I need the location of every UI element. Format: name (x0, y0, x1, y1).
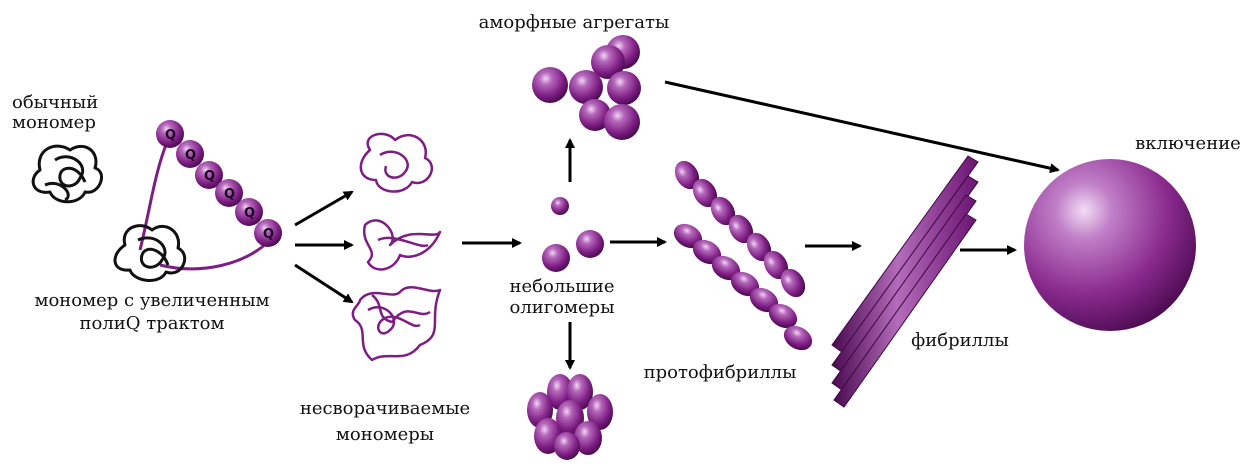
label-protofibrils: протофибриллы (644, 362, 797, 384)
label-normal-monomer-2: мономер (12, 112, 96, 134)
label-normal-monomer-1: обычный (12, 92, 98, 114)
label-misfolded-monomers-2: мономеры (336, 424, 434, 446)
label-misfolded-monomers-1: несворачиваемые (300, 398, 470, 420)
misfolded-monomers-icon (353, 134, 440, 360)
fibrils-icon (832, 156, 978, 407)
arrows-to-misfolded (295, 192, 352, 302)
label-inclusion: включение (1135, 133, 1241, 155)
label-small-oligomers-2: олигомеры (509, 297, 614, 319)
amorphous-aggregates-icon (532, 35, 641, 140)
q-label: Q (204, 169, 215, 184)
label-fibrils: фибриллы (911, 330, 1009, 352)
label-small-oligomers-1: небольшие (510, 276, 615, 298)
small-oligomers-icon (542, 197, 604, 272)
arrow-amorphous-to-inclusion (665, 82, 1058, 170)
q-label: Q (185, 148, 196, 163)
q-label: Q (224, 187, 235, 202)
label-expanded-monomer-1: мономер с увеличенным (34, 290, 269, 312)
label-expanded-monomer-2: полиQ трактом (79, 313, 224, 335)
q-label: Q (165, 128, 176, 143)
expanded-monomer-icon: Q Q Q Q Q Q (115, 120, 282, 280)
label-amorphous-aggregates: аморфные агрегаты (479, 12, 670, 34)
q-label: Q (263, 227, 274, 242)
normal-monomer-icon (33, 146, 101, 202)
compact-aggregate-icon (527, 374, 613, 460)
q-label: Q (244, 206, 255, 221)
inclusion-icon (1024, 159, 1196, 331)
protofibrils-icon (670, 157, 817, 356)
